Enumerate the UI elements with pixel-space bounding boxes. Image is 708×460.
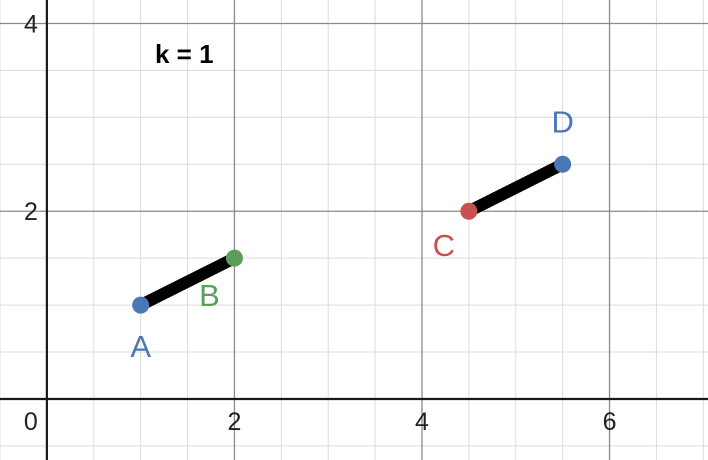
point-labels: A B C D <box>130 104 574 364</box>
segment-ab <box>137 252 238 311</box>
k-annotation: k = 1 <box>155 39 214 69</box>
point-label-b: B <box>199 278 220 313</box>
point-a <box>132 296 150 314</box>
y-tick-label: 2 <box>24 198 38 226</box>
point-label-a: A <box>130 329 151 364</box>
points <box>132 155 572 314</box>
x-tick-label: 6 <box>603 408 617 436</box>
point-c <box>460 202 478 220</box>
point-label-c: C <box>433 228 455 263</box>
point-d <box>554 155 572 173</box>
x-tick-label: 2 <box>227 408 241 436</box>
segments <box>137 158 566 311</box>
point-b <box>225 249 243 267</box>
x-tick-label: 0 <box>24 408 38 436</box>
x-tick-label: 4 <box>415 408 429 436</box>
y-tick-label: 4 <box>24 10 38 38</box>
tick-labels: 0 2 4 6 2 4 <box>24 10 617 436</box>
point-label-d: D <box>551 104 573 139</box>
segment-cd <box>466 158 566 217</box>
